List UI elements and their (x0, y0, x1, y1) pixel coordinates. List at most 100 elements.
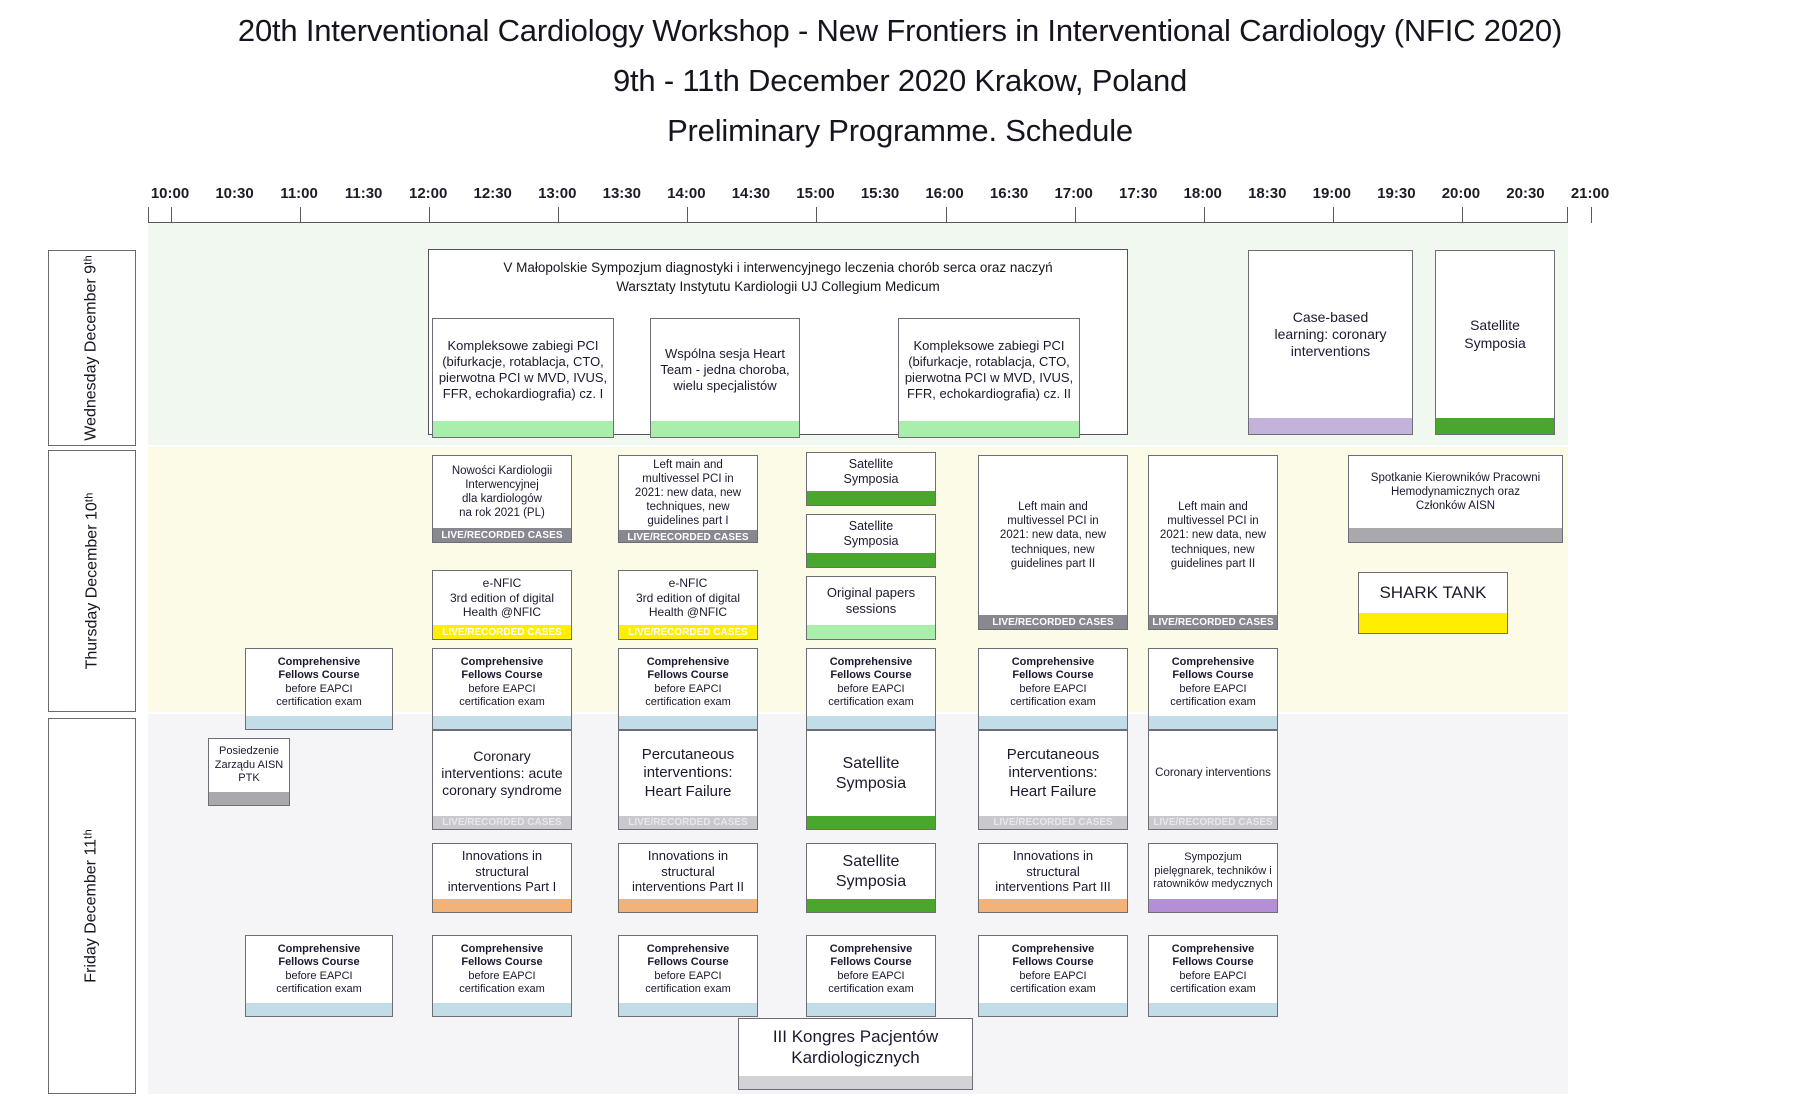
ruler-tick (1203, 207, 1205, 223)
time-label-1700: 17:00 (1054, 185, 1093, 202)
session-block-shark-tank[interactable]: SHARK TANK (1358, 572, 1508, 634)
session-title: e-NFIC 3rd edition of digital Health @NF… (635, 576, 741, 620)
session-title: Case-based learning: coronary interventi… (1274, 308, 1387, 360)
session-format-bar: LIVE/RECORDED CASES (1149, 816, 1277, 829)
session-block-satellite-symposia-thu-1[interactable]: Satellite Symposia (806, 452, 936, 506)
session-format-bar (619, 716, 757, 729)
session-block-spotkanie-kierownikow[interactable]: Spotkanie Kierowników Pracowni Hemodynam… (1348, 455, 1563, 543)
fellows-course-title: Comprehensive Fellows Course (460, 942, 544, 969)
session-block-innovations-structural-2[interactable]: Innovations in structural interventions … (618, 843, 758, 913)
session-block-iii-kongres-pacjentow[interactable]: III Kongres Pacjentów Kardiologicznych (738, 1018, 973, 1090)
fellows-course-subtitle: before EAPCI certification exam (1010, 969, 1096, 995)
page-title: 20th Interventional Cardiology Workshop … (0, 6, 1800, 156)
ruler-tick (300, 207, 302, 223)
time-label-1900: 19:00 (1312, 185, 1351, 202)
session-block-innovations-structural-3[interactable]: Innovations in structural interventions … (978, 843, 1128, 913)
time-label-2100: 21:00 (1570, 185, 1610, 202)
session-title: Sympozjum pielęgnarek, techników i ratow… (1153, 851, 1273, 891)
fellows-course-title: Comprehensive Fellows Course (829, 942, 913, 969)
fellows-course-title: Comprehensive Fellows Course (1011, 942, 1095, 969)
time-label-1300: 13:00 (538, 185, 577, 202)
session-block-e-nfic-2[interactable]: e-NFIC 3rd edition of digital Health @NF… (618, 570, 758, 640)
session-block-kompleksowe-pci-1[interactable]: Kompleksowe zabiegi PCI (bifurkacje, rot… (432, 318, 614, 438)
session-block-nowosci-kardiologii[interactable]: Nowości Kardiologii Interwencyjnej dla k… (432, 455, 572, 543)
session-title: Satellite Symposia (843, 518, 899, 548)
session-format-bar (807, 716, 935, 729)
time-label-1930: 19:30 (1377, 185, 1416, 202)
session-format-bar: LIVE/RECORDED CASES (979, 615, 1127, 629)
ruler-tick (687, 207, 689, 223)
time-label-1030: 10:30 (215, 185, 254, 202)
session-block-posiedzenie-zarzadu[interactable]: Posiedzenie Zarządu AISN PTK (208, 738, 290, 806)
session-block-satellite-symposia-fri-2[interactable]: Satellite Symposia (806, 843, 936, 913)
session-format-bar (807, 899, 935, 912)
session-format-bar (619, 899, 757, 912)
session-format-bar (246, 1003, 392, 1016)
ruler-tick (945, 207, 947, 223)
session-title: Wspólna sesja Heart Team - jedna choroba… (660, 346, 790, 393)
session-block-percutaneous-heart-failure-1[interactable]: Percutaneous interventions: Heart Failur… (618, 730, 758, 830)
session-format-bar (807, 816, 935, 829)
session-format-bar (1149, 716, 1277, 729)
time-label-1600: 16:00 (925, 185, 964, 202)
session-block-innovations-structural-1[interactable]: Innovations in structural interventions … (432, 843, 572, 913)
ruler-tick (1461, 207, 1463, 223)
session-block-e-nfic-1[interactable]: e-NFIC 3rd edition of digital Health @NF… (432, 570, 572, 640)
fellows-course-subtitle: before EAPCI certification exam (645, 969, 731, 995)
session-title: Innovations in structural interventions … (447, 847, 557, 895)
session-block-case-based-learning[interactable]: Case-based learning: coronary interventi… (1248, 250, 1413, 435)
session-block-left-main-part-2a[interactable]: Left main and multivessel PCI in 2021: n… (978, 455, 1128, 630)
session-title: Satellite Symposia (835, 754, 907, 792)
day-label-wednesday: Wednesday December 9ᵗʰ (48, 250, 136, 446)
session-format-bar (807, 553, 935, 567)
session-title: Left main and multivessel PCI in 2021: n… (999, 501, 1107, 570)
session-block-satellite-symposia-fri-1[interactable]: Satellite Symposia (806, 730, 936, 830)
time-label-1800: 18:00 (1183, 185, 1222, 202)
session-format-bar: LIVE/RECORDED CASES (619, 530, 757, 542)
session-block-coronary-interventions-acs[interactable]: Coronary interventions: acute coronary s… (432, 730, 572, 830)
session-block-left-main-part-2b[interactable]: Left main and multivessel PCI in 2021: n… (1148, 455, 1278, 630)
session-block-satellite-symposia-wed[interactable]: Satellite Symposia (1435, 250, 1555, 435)
session-title: Nowości Kardiologii Interwencyjnej dla k… (451, 464, 553, 520)
session-block-sympozjum-pielegniarek[interactable]: Sympozjum pielęgnarek, techników i ratow… (1148, 843, 1278, 913)
session-format-bar (651, 421, 799, 437)
session-block-satellite-symposia-thu-2[interactable]: Satellite Symposia (806, 514, 936, 568)
session-block-left-main-part-1[interactable]: Left main and multivessel PCI in 2021: n… (618, 455, 758, 543)
session-block-kompleksowe-pci-2[interactable]: Kompleksowe zabiegi PCI (bifurkacje, rot… (898, 318, 1080, 438)
fellows-course-subtitle: before EAPCI certification exam (828, 682, 914, 708)
time-label-1230: 12:30 (473, 185, 512, 202)
session-block-wspolna-sesja-heart-team[interactable]: Wspólna sesja Heart Team - jedna choroba… (650, 318, 800, 438)
session-format-bar (433, 899, 571, 912)
session-title: Percutaneous interventions: Heart Failur… (1006, 746, 1100, 800)
session-block-original-papers-sessions[interactable]: Original papers sessions (806, 576, 936, 640)
session-format-bar (1149, 899, 1277, 912)
fellows-course-title: Comprehensive Fellows Course (1171, 942, 1255, 969)
session-title: Coronary interventions: acute coronary s… (441, 747, 563, 799)
time-label-1530: 15:30 (860, 185, 900, 202)
session-block-percutaneous-heart-failure-2[interactable]: Percutaneous interventions: Heart Failur… (978, 730, 1128, 830)
session-format-bar (979, 1003, 1127, 1016)
session-format-bar (433, 716, 571, 729)
time-label-1130: 11:30 (344, 185, 383, 202)
session-title: Spotkanie Kierowników Pracowni Hemodynam… (1370, 471, 1541, 512)
fellows-course-subtitle: before EAPCI certification exam (276, 682, 362, 708)
time-label-2030: 20:30 (1506, 185, 1545, 202)
session-title: Satellite Symposia (1464, 317, 1526, 351)
